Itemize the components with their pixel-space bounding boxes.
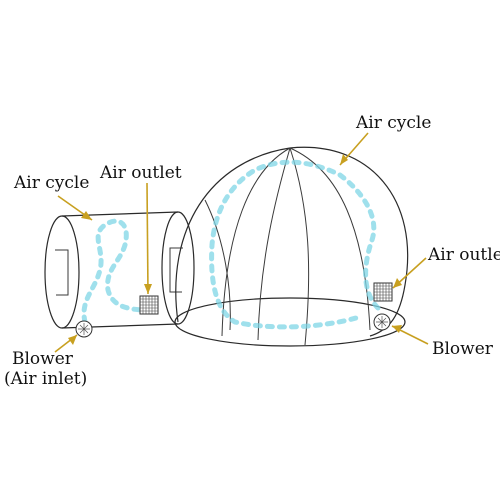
dome-rib-5 xyxy=(204,199,231,331)
tunnel-front-ring xyxy=(44,215,80,329)
dome-outlet-grille xyxy=(373,282,393,302)
dome-rib-1 xyxy=(257,147,291,341)
dome-airflow xyxy=(209,159,381,330)
label-blower-left-line2: (Air inlet) xyxy=(4,369,87,389)
arrowhead xyxy=(144,284,152,294)
dome-rib-3 xyxy=(221,147,291,337)
dome-outline xyxy=(175,146,409,337)
arrowhead xyxy=(340,154,348,165)
arrowhead xyxy=(393,278,402,288)
tunnel xyxy=(44,211,195,338)
label-air-cycle-top: Air cycle xyxy=(355,113,431,133)
arrowhead xyxy=(392,325,402,333)
label-blower-right: Blower xyxy=(432,339,494,359)
tunnel-airflow xyxy=(81,218,151,325)
tunnel-top-edge xyxy=(61,211,179,217)
label-air-outlet-left: Air outlet xyxy=(99,163,182,183)
dome-rib-2 xyxy=(289,147,310,346)
label-air-outlet-right: Air outlet xyxy=(427,245,500,265)
tunnel-inner-frame xyxy=(55,249,69,296)
dome xyxy=(174,146,409,347)
dome-base xyxy=(174,297,406,347)
arrowhead xyxy=(81,211,92,220)
label-air-cycle-left: Air cycle xyxy=(13,173,89,193)
arrowhead xyxy=(68,335,77,345)
leader-air-outlet-left xyxy=(146,182,149,295)
tunnel-outlet-grille xyxy=(139,295,159,315)
tunnel-blower-fan xyxy=(75,320,93,338)
tunnel-back-ring xyxy=(161,211,195,325)
dome-blower-fan xyxy=(373,313,391,331)
leader-lines xyxy=(54,132,429,353)
label-blower-left-line1: Blower xyxy=(12,349,74,369)
